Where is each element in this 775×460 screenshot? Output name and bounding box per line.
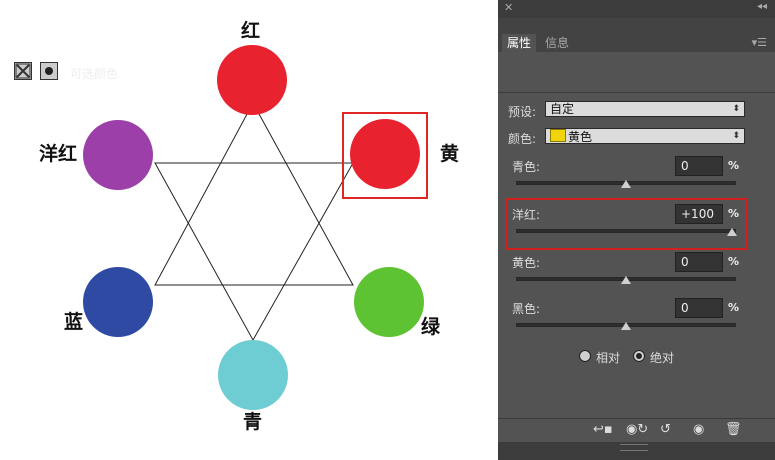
yellow-slot-circle [350, 119, 420, 189]
slider-thumb[interactable] [621, 180, 631, 188]
close-icon[interactable]: ✕ [504, 1, 514, 14]
slider-label: 黑色: [512, 302, 541, 316]
percent-unit: % [728, 301, 740, 314]
clip-to-layer-icon[interactable]: ↩▪ [593, 422, 613, 437]
percent-unit: % [728, 255, 740, 268]
slider-label: 黄色: [512, 256, 541, 270]
triangle-up [154, 101, 354, 286]
slider-label: 青色: [512, 160, 541, 174]
slider-value-input[interactable]: 0 [675, 252, 723, 272]
slider-thumb[interactable] [621, 322, 631, 330]
trash-icon[interactable]: 🗑 [725, 422, 742, 437]
slider-value-input[interactable]: +100 [675, 204, 723, 224]
panel-header [498, 52, 775, 93]
relative-label: 相对 [596, 351, 621, 365]
adjustment-icon[interactable] [14, 62, 32, 80]
dropdown-arrow-icon: ⬍ [732, 104, 740, 114]
label-cyan: 青 [243, 411, 263, 433]
highlight-box-yellow [342, 112, 428, 199]
blue-circle [83, 267, 153, 337]
red-circle [217, 45, 287, 115]
relative-radio[interactable] [579, 350, 591, 362]
label-blue: 蓝 [64, 311, 84, 333]
slider-value-input[interactable]: 0 [675, 156, 723, 176]
panel-titlebar: ✕ ◂◂ [498, 0, 775, 18]
view-previous-icon[interactable]: ◉↻ [626, 422, 649, 437]
preset-dropdown[interactable]: 自定 ⬍ [545, 101, 745, 117]
panel-bottom-toolbar [498, 418, 775, 443]
dropdown-arrow-icon: ⬍ [732, 131, 740, 141]
percent-unit: % [728, 207, 740, 220]
slider-label: 洋红: [512, 208, 541, 222]
triangle-down [154, 162, 354, 342]
reset-icon[interactable]: ↺ [660, 422, 671, 437]
green-circle [354, 267, 424, 337]
collapse-icon[interactable]: ◂◂ [756, 1, 767, 12]
resize-grip[interactable] [620, 444, 648, 451]
slider-thumb[interactable] [727, 228, 737, 236]
colors-dropdown[interactable]: 黄色 ⬍ [545, 128, 745, 144]
cyan-circle [218, 340, 288, 410]
percent-unit: % [728, 159, 740, 172]
panel-tabs: 属性 信息 ▾☰ [498, 18, 775, 52]
panel-title: 可选颜色 [70, 67, 119, 81]
preset-value: 自定 [550, 102, 575, 116]
yellow-swatch [550, 129, 566, 142]
tab-properties[interactable]: 属性 [502, 34, 537, 52]
slider-value-input[interactable]: 0 [675, 298, 723, 318]
label-green: 绿 [421, 316, 441, 338]
slider-thumb[interactable] [621, 276, 631, 284]
panel-bottom-strip [498, 442, 775, 460]
label-yellow: 黄 [440, 143, 460, 165]
absolute-radio[interactable] [633, 350, 645, 362]
color-wheel-diagram: 红 黄 绿 青 蓝 洋红 [39, 20, 460, 433]
label-magenta: 洋红 [39, 143, 78, 165]
hexagram-svg [83, 45, 424, 410]
magenta-circle [83, 120, 153, 190]
highlight-box-magenta-row [505, 198, 747, 250]
absolute-label: 绝对 [650, 351, 675, 365]
panel-menu-icon[interactable]: ▾☰ [751, 36, 767, 49]
colors-label: 颜色: [508, 132, 537, 146]
label-red: 红 [241, 20, 261, 42]
mask-icon[interactable] [40, 62, 58, 80]
visibility-icon[interactable]: ◉ [693, 422, 705, 437]
tab-info[interactable]: 信息 [545, 36, 570, 50]
preset-label: 预设: [508, 105, 537, 119]
colors-value: 黄色 [568, 130, 593, 144]
